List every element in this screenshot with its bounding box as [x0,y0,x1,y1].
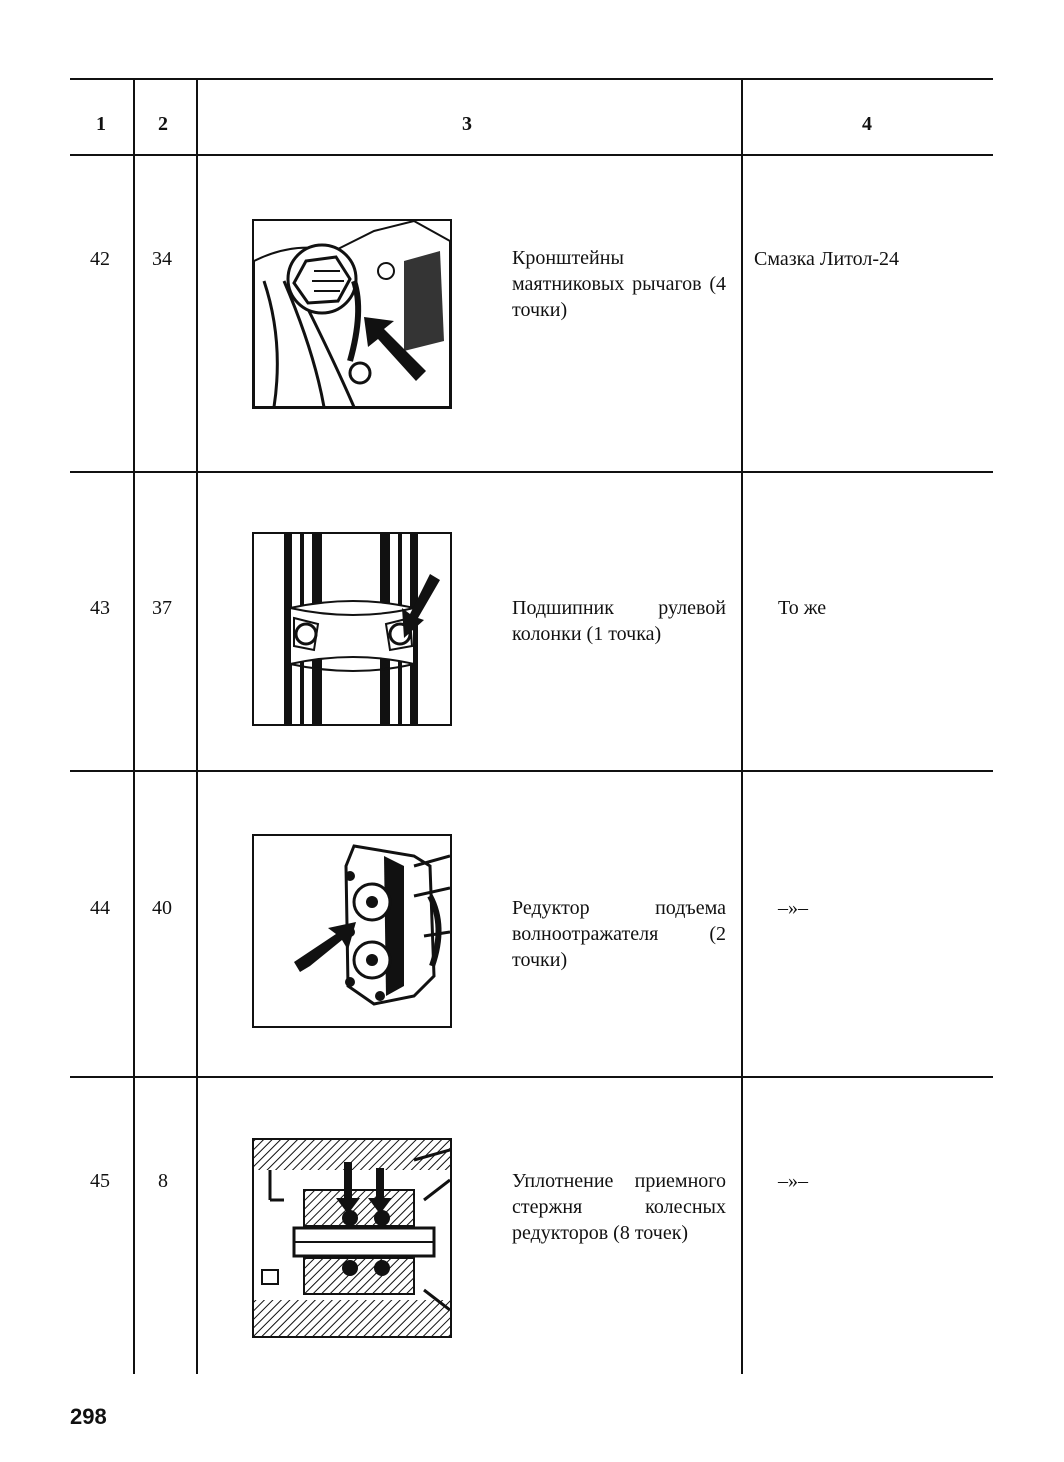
row-number-col2: 34 [152,248,172,270]
row-divider [70,471,993,473]
wheel-reducer-seal-figure [252,1138,452,1338]
header-bottom-rule [70,154,993,156]
pendulum-arm-bracket-drawing [254,221,450,407]
lubricant-name: Смазка Литол-24 [754,248,900,270]
page-number: 298 [70,1404,107,1429]
steering-column-bearing-drawing [284,534,440,724]
row-number-col2: 8 [158,1170,168,1192]
row-number-col1: 43 [90,597,110,619]
row-number-col1: 45 [90,1170,110,1192]
pendulum-arm-bracket-figure [252,219,452,409]
lubricant-ditto-mark: –»– [778,897,808,919]
item-description: Уплотнение приемного стержня колесных ре… [512,1170,726,1244]
row-number-col1: 42 [90,248,110,270]
wave-deflector-gearbox-figure [252,834,452,1028]
column-divider [133,78,135,1374]
row-number-col2: 40 [152,897,172,919]
wheel-reducer-seal-drawing [254,1140,450,1336]
table-top-rule [70,78,993,80]
column-header-3: 3 [462,113,472,135]
row-divider [70,1076,993,1078]
item-description: Подшипник рулевой колонки (1 точка) [512,597,726,645]
row-divider [70,770,993,772]
column-divider [741,78,743,1374]
lubricant-ditto-mark: –»– [778,1170,808,1192]
row-number-col2: 37 [152,597,172,619]
row-number-col1: 44 [90,897,110,919]
column-header-2: 2 [158,113,168,135]
column-header-1: 1 [96,113,106,135]
wave-deflector-gearbox-drawing [294,844,450,1006]
steering-column-bearing-figure [252,532,452,726]
lubricant-name: То же [778,597,827,619]
column-divider [196,78,198,1374]
item-description: Редуктор подъема волноотражателя (2 точк… [512,897,726,971]
column-header-4: 4 [862,113,872,135]
item-description: Кронштейны маятниковых рычагов (4 точки) [512,247,726,321]
